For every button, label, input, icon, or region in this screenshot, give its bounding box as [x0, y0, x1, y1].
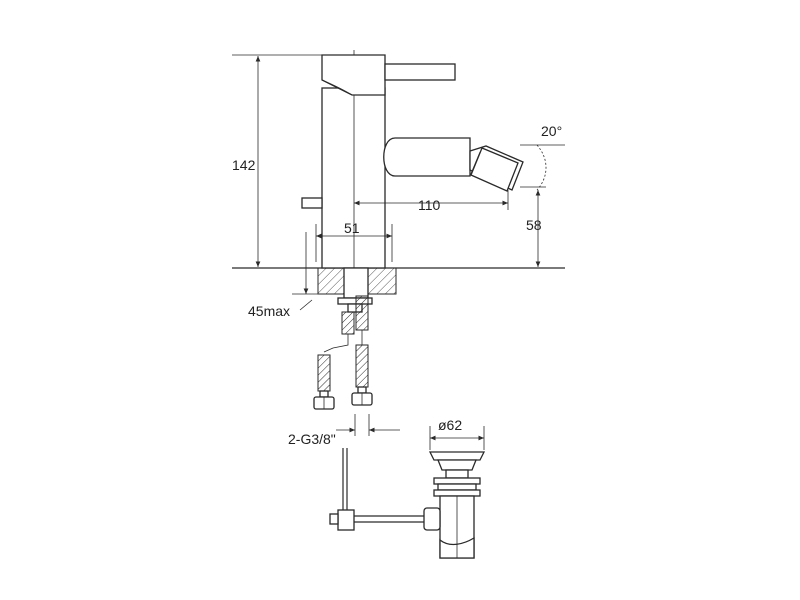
fixing-shank	[337, 267, 373, 313]
connection-dimension	[336, 414, 400, 436]
base-dimension	[315, 224, 393, 262]
basin-section	[317, 267, 397, 295]
base-diameter-label: 51	[344, 220, 360, 236]
spout-height-label: 58	[526, 217, 542, 233]
thickness-dimension	[292, 232, 318, 311]
connection-label: 2-G3/8"	[288, 431, 336, 447]
waste-diameter-label: ø62	[438, 417, 462, 433]
thickness-label: 45max	[248, 303, 290, 319]
angle-label: 20°	[541, 123, 562, 139]
popup-waste	[329, 448, 486, 559]
hose-left	[313, 311, 355, 410]
reach-label: 110	[418, 197, 441, 213]
angle-indicator	[520, 144, 565, 191]
hose-right	[351, 295, 373, 406]
spout	[383, 137, 524, 192]
height-dimension	[232, 54, 322, 267]
waste-diameter-dimension	[429, 426, 485, 450]
reach-dimension	[354, 190, 509, 210]
height-label: 142	[232, 157, 256, 173]
